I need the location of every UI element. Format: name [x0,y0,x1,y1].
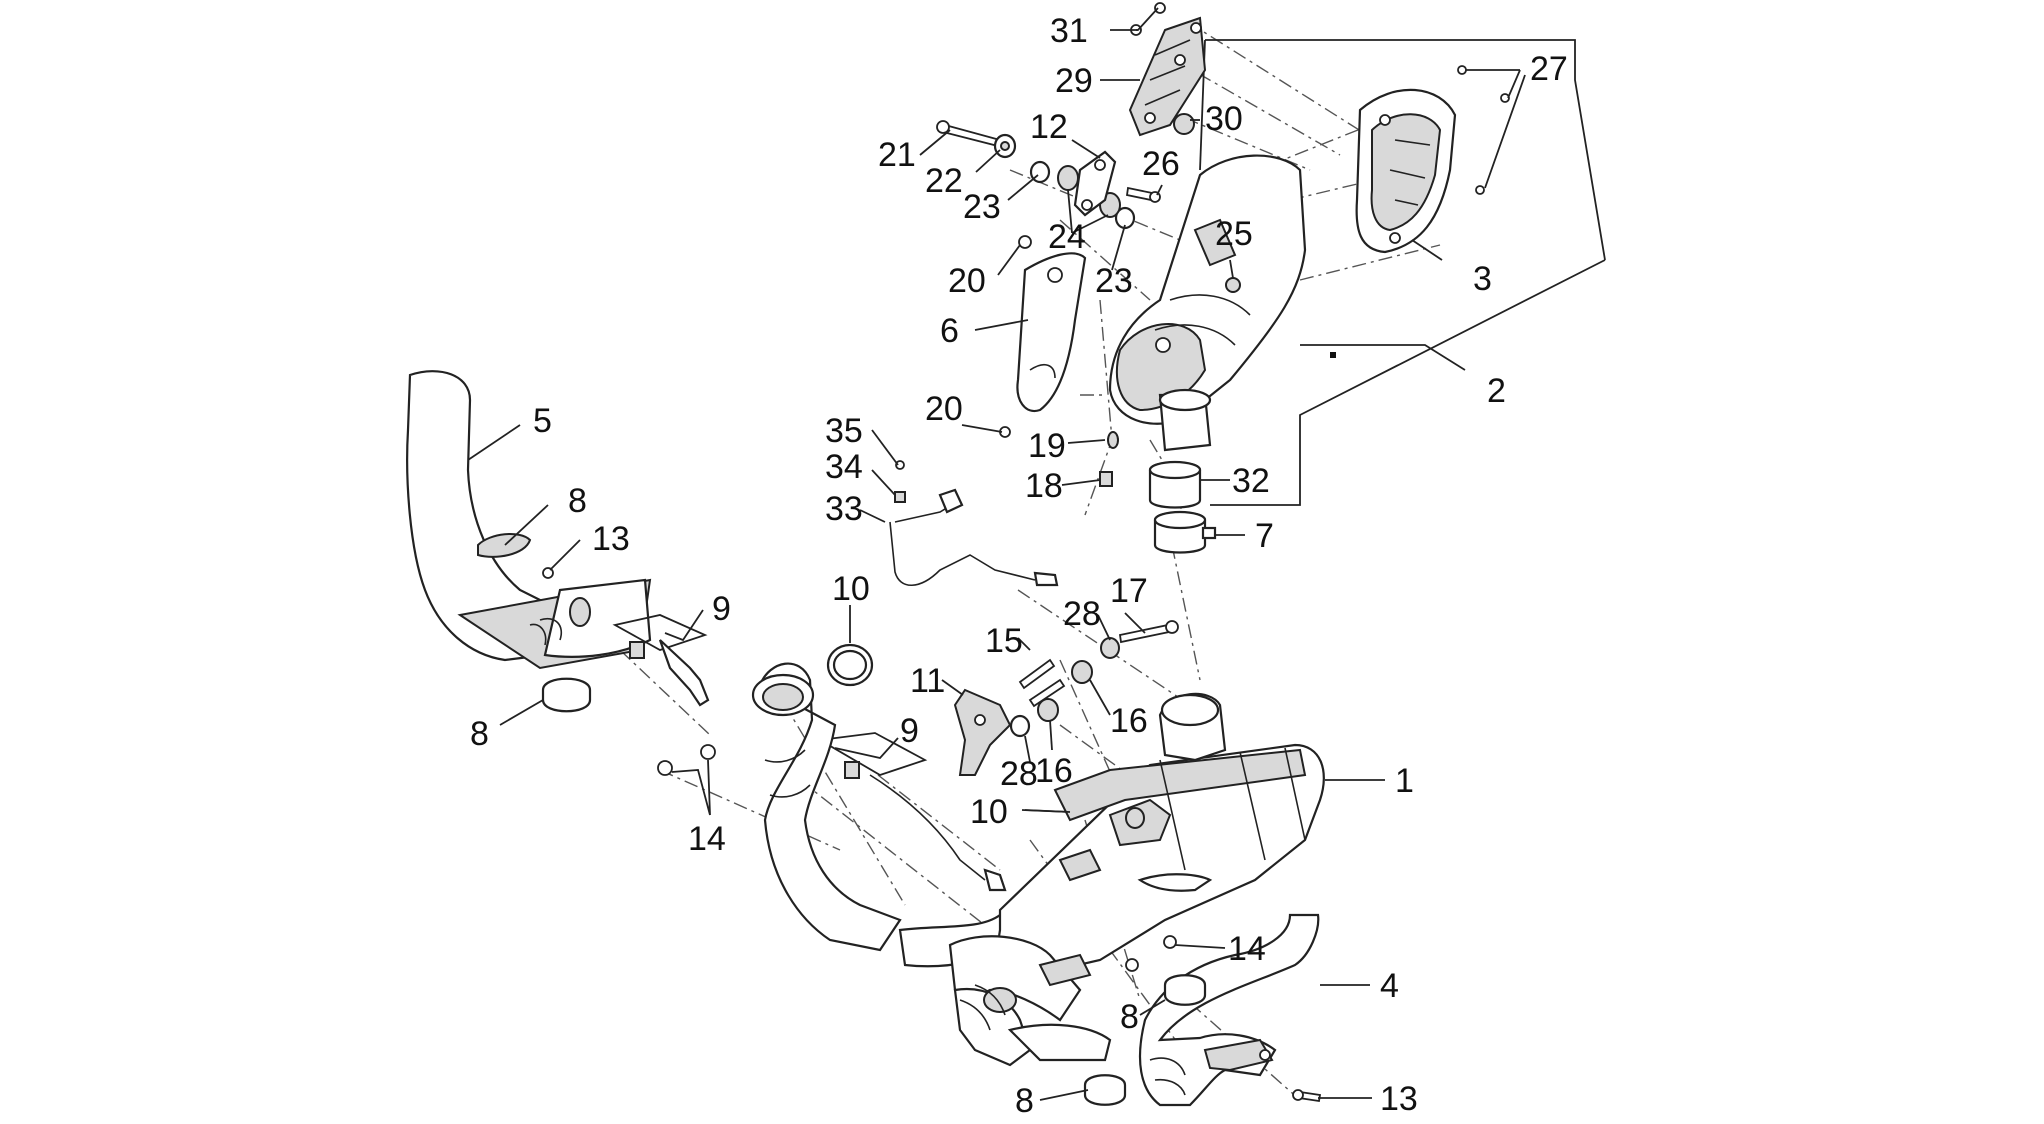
heat-shield-part-6 [1016,252,1087,413]
callout-10-lower: 10 [970,793,1008,831]
callout-18: 18 [1025,467,1063,505]
callout-8-left: 8 [470,715,489,753]
callout-30: 30 [1205,100,1243,138]
washer-part-22 [993,133,1017,159]
bracket-part-11 [953,688,1012,776]
bolt-part-26 [1125,186,1161,203]
callout-24: 24 [1048,218,1086,256]
screw-part-13-lower [1292,1089,1322,1103]
callout-3: 3 [1473,260,1492,298]
callout-9-upper: 9 [712,590,731,628]
callout-5: 5 [533,402,552,440]
callout-19: 19 [1028,427,1066,465]
callout-29: 29 [1055,62,1093,100]
sensor-cable-part-33 [889,488,1059,587]
callout-4: 4 [1380,967,1399,1005]
bolt-part-17 [1118,620,1179,644]
gasket-part-8 [477,533,592,713]
nut-part-30 [1173,113,1195,135]
header-pipe-part-5 [406,370,652,670]
bracket-plate-part-29 [1128,16,1207,137]
bracket-part-12 [1073,150,1117,217]
callout-13-upper: 13 [592,520,630,558]
callout-7: 7 [1255,517,1274,555]
callout-6: 6 [940,312,959,350]
callout-14-right: 14 [1228,930,1266,968]
nut-part-14 [657,744,1177,972]
callout-31: 31 [1050,12,1088,50]
clip-part-34 [894,491,906,503]
callout-17: 17 [1110,572,1148,610]
callout-8-upper: 8 [568,482,587,520]
gasket-part-8-lower [1083,974,1207,1106]
callout-23-lower: 23 [1095,262,1133,300]
clamp-part-7 [1153,510,1217,554]
bracket-part-25 [1225,277,1241,293]
callout-15: 15 [985,622,1023,660]
callout-10-upper: 10 [832,570,870,608]
callout-28-upper: 28 [1063,595,1101,633]
callout-34: 34 [825,448,863,486]
callout-8-middle: 8 [1120,998,1139,1036]
screw-part-27 [1457,65,1510,195]
callout-35: 35 [825,412,863,450]
callout-20-upper: 20 [948,262,986,300]
callout-21: 21 [878,136,916,174]
silencer-end-cap-part-3 [1355,88,1457,254]
washer-part-28 [1009,637,1120,738]
callout-16-right: 16 [1110,702,1148,740]
callout-labels: 31 29 30 27 21 12 22 26 23 24 25 20 23 3… [470,12,1568,1120]
callout-leader-lines [467,7,1526,1101]
callout-33: 33 [825,490,863,528]
callout-28-lower: 28 [1000,755,1038,793]
gasket-part-32 [1148,460,1202,509]
callout-32: 32 [1232,462,1270,500]
callout-9-lower: 9 [900,712,919,750]
callout-20-lower: 20 [925,390,963,428]
clip-part-18 [1099,471,1113,487]
bushing-part-16 [1037,660,1093,722]
callout-1: 1 [1395,762,1414,800]
callout-23-upper: 23 [963,188,1001,226]
callout-22: 22 [925,162,963,200]
callout-25: 25 [1215,215,1253,253]
catalytic-collector-part-1 [751,662,1325,1067]
callout-27: 27 [1530,50,1568,88]
oxygen-sensor-part-9 [612,614,1007,892]
spring-part-19 [1107,431,1119,449]
screw-part-35 [895,460,905,470]
callout-12: 12 [1030,108,1068,146]
callout-26: 26 [1142,145,1180,183]
bolt-part-15 [1018,658,1066,708]
callout-16-lower: 16 [1035,752,1073,790]
silencer-part-2 [1108,154,1336,452]
callout-14-left: 14 [688,820,726,858]
callout-11: 11 [910,662,945,700]
callout-13-lower: 13 [1380,1080,1418,1118]
callout-8-bottom: 8 [1015,1082,1034,1120]
callout-2: 2 [1487,372,1506,410]
